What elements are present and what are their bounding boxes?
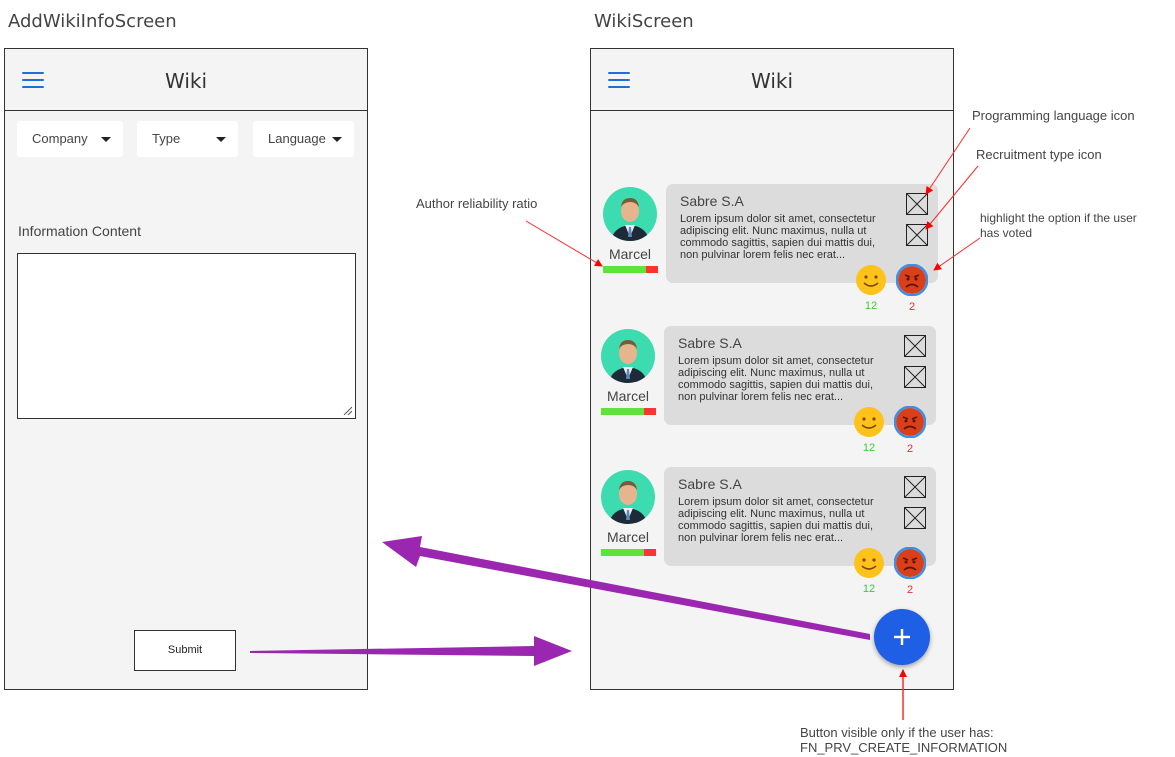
wiki-card-body[interactable]: Sabre S.A Lorem ipsum dolor sit amet, con…: [664, 326, 936, 455]
menu-icon[interactable]: [608, 72, 630, 88]
angry-face-icon[interactable]: [893, 546, 927, 580]
smile-icon[interactable]: [853, 547, 885, 579]
language-dropdown-label: Language: [268, 131, 326, 146]
smile-icon[interactable]: [853, 406, 885, 438]
app-title: Wiki: [750, 69, 794, 93]
information-content-label: Information Content: [18, 223, 141, 239]
chevron-down-icon: [101, 137, 111, 142]
type-dropdown-label: Type: [152, 131, 181, 146]
like-count: 12: [862, 583, 876, 595]
app-bar: Wiki: [5, 49, 367, 111]
author-reliability-bar: [601, 549, 656, 556]
plus-icon: [894, 629, 910, 645]
annotation-highlight-vote-line1: highlight the option if the user: [980, 211, 1137, 225]
person-icon: [609, 340, 647, 383]
recruitment-type-icon: [906, 224, 928, 246]
author-avatar[interactable]: [603, 187, 657, 241]
programming-language-icon: [904, 476, 926, 498]
like-count: 12: [862, 442, 876, 454]
add-information-fab[interactable]: [874, 609, 930, 665]
type-dropdown[interactable]: Type: [137, 121, 238, 157]
resize-handle-icon[interactable]: [342, 405, 352, 415]
dislike-count: 2: [906, 443, 914, 455]
screen-title-wiki: WikiScreen: [594, 11, 694, 32]
app-title: Wiki: [164, 69, 208, 93]
annotation-recruitment-type: Recruitment type icon: [976, 147, 1102, 162]
card-content-text: Lorem ipsum dolor sit amet, consectetur …: [678, 355, 874, 403]
company-dropdown-label: Company: [32, 131, 88, 146]
annotation-button-visibility-line2: FN_PRV_CREATE_INFORMATION: [800, 740, 1008, 755]
annotation-button-visibility: Button visible only if the user has: FN_…: [800, 725, 1007, 755]
app-bar: Wiki: [591, 49, 953, 111]
author-name: Marcel: [606, 529, 649, 545]
screen-title-add-wiki: AddWikiInfoScreen: [8, 11, 177, 32]
programming-language-icon: [906, 193, 928, 215]
menu-icon[interactable]: [22, 72, 44, 88]
reliability-fill: [601, 549, 644, 556]
programming-language-icon: [904, 335, 926, 357]
add-wiki-screen: Wiki Company Type Language Information C…: [4, 48, 368, 690]
dislike-count: 2: [908, 301, 916, 313]
dislike-count: 2: [906, 584, 914, 596]
information-content-textarea[interactable]: [17, 253, 356, 419]
card-company-title: Sabre S.A: [680, 193, 744, 209]
annotation-highlight-vote: highlight the option if the user has vot…: [980, 211, 1137, 241]
chevron-down-icon: [332, 137, 342, 142]
person-icon: [609, 481, 647, 524]
like-count: 12: [864, 300, 878, 312]
recruitment-type-icon: [904, 366, 926, 388]
author-reliability-bar: [601, 408, 656, 415]
recruitment-type-icon: [904, 507, 926, 529]
annotation-programming-language: Programming language icon: [972, 108, 1135, 123]
wiki-card-body[interactable]: Sabre S.A Lorem ipsum dolor sit amet, con…: [666, 184, 938, 313]
smile-icon[interactable]: [855, 264, 887, 296]
angry-face-icon[interactable]: [895, 263, 929, 297]
annotation-highlight-vote-line2: has voted: [980, 226, 1033, 240]
author-name: Marcel: [608, 246, 651, 262]
card-company-title: Sabre S.A: [678, 335, 742, 351]
company-dropdown[interactable]: Company: [17, 121, 123, 157]
annotation-button-visibility-line1: Button visible only if the user has:: [800, 725, 994, 740]
card-content-text: Lorem ipsum dolor sit amet, consectetur …: [680, 213, 876, 261]
reliability-fill: [603, 266, 646, 273]
author-name: Marcel: [606, 388, 649, 404]
chevron-down-icon: [216, 137, 226, 142]
person-icon: [611, 198, 649, 241]
card-company-title: Sabre S.A: [678, 476, 742, 492]
reliability-fill: [601, 408, 644, 415]
card-content-text: Lorem ipsum dolor sit amet, consectetur …: [678, 496, 874, 544]
author-avatar[interactable]: [601, 470, 655, 524]
annotation-author-reliability: Author reliability ratio: [416, 196, 538, 211]
submit-button[interactable]: Submit: [134, 630, 236, 671]
wiki-card-body[interactable]: Sabre S.A Lorem ipsum dolor sit amet, con…: [664, 467, 936, 596]
language-dropdown[interactable]: Language: [253, 121, 354, 157]
author-avatar[interactable]: [601, 329, 655, 383]
author-reliability-bar: [603, 266, 658, 273]
angry-face-icon[interactable]: [893, 405, 927, 439]
